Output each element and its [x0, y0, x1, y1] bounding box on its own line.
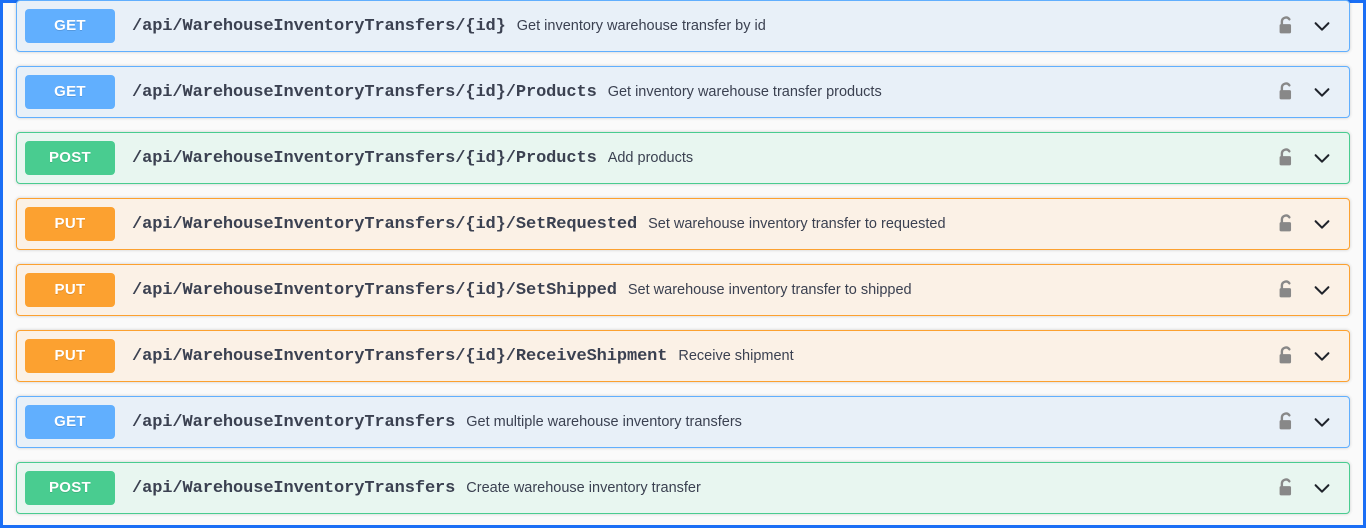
operation-summary: Get inventory warehouse transfer product… — [607, 84, 882, 100]
unlocked-padlock-icon[interactable] — [1275, 213, 1311, 235]
chevron-down-icon[interactable] — [1311, 147, 1339, 169]
operation-summary: Create warehouse inventory transfer — [466, 480, 701, 496]
method-badge-get: GET — [25, 9, 115, 43]
method-badge-get: GET — [25, 405, 115, 439]
operation-controls — [1275, 15, 1339, 37]
unlocked-padlock-icon[interactable] — [1275, 15, 1311, 37]
operation-row[interactable]: PUT/api/WarehouseInventoryTransfers/{id}… — [16, 198, 1350, 250]
method-badge-put: PUT — [25, 339, 115, 373]
chevron-down-icon[interactable] — [1311, 213, 1339, 235]
chevron-down-icon[interactable] — [1311, 477, 1339, 499]
operation-summary: Receive shipment — [678, 348, 794, 364]
operation-controls — [1275, 411, 1339, 433]
operation-path: /api/WarehouseInventoryTransfers/{id}/Se… — [132, 214, 638, 234]
operation-list: GET/api/WarehouseInventoryTransfers/{id}… — [3, 0, 1363, 528]
unlocked-padlock-icon[interactable] — [1275, 477, 1311, 499]
chevron-down-icon[interactable] — [1311, 81, 1339, 103]
operation-path: /api/WarehouseInventoryTransfers — [132, 478, 456, 498]
unlocked-padlock-icon[interactable] — [1275, 81, 1311, 103]
operation-summary: Get multiple warehouse inventory transfe… — [466, 414, 742, 430]
operation-summary: Set warehouse inventory transfer to requ… — [648, 216, 946, 232]
method-badge-post: POST — [25, 471, 115, 505]
unlocked-padlock-icon[interactable] — [1275, 147, 1311, 169]
operation-row[interactable]: PUT/api/WarehouseInventoryTransfers/{id}… — [16, 330, 1350, 382]
method-badge-post: POST — [25, 141, 115, 175]
operation-row[interactable]: GET/api/WarehouseInventoryTransfers/{id}… — [16, 66, 1350, 118]
unlocked-padlock-icon[interactable] — [1275, 345, 1311, 367]
operation-row[interactable]: POST/api/WarehouseInventoryTransfers Crea… — [16, 462, 1350, 514]
operation-path: /api/WarehouseInventoryTransfers/{id}/Se… — [132, 280, 617, 300]
operation-path: /api/WarehouseInventoryTransfers — [132, 412, 456, 432]
operation-controls — [1275, 477, 1339, 499]
unlocked-padlock-icon[interactable] — [1275, 411, 1311, 433]
method-badge-put: PUT — [25, 207, 115, 241]
method-badge-put: PUT — [25, 273, 115, 307]
chevron-down-icon[interactable] — [1311, 15, 1339, 37]
operation-controls — [1275, 147, 1339, 169]
unlocked-padlock-icon[interactable] — [1275, 279, 1311, 301]
operation-row[interactable]: PUT/api/WarehouseInventoryTransfers/{id}… — [16, 264, 1350, 316]
operation-controls — [1275, 345, 1339, 367]
operation-path: /api/WarehouseInventoryTransfers/{id}/Pr… — [132, 148, 597, 168]
chevron-down-icon[interactable] — [1311, 345, 1339, 367]
chevron-down-icon[interactable] — [1311, 279, 1339, 301]
method-badge-get: GET — [25, 75, 115, 109]
operation-controls — [1275, 213, 1339, 235]
operation-controls — [1275, 279, 1339, 301]
operation-path: /api/WarehouseInventoryTransfers/{id} — [132, 16, 506, 36]
operation-path: /api/WarehouseInventoryTransfers/{id}/Pr… — [132, 82, 597, 102]
operation-controls — [1275, 81, 1339, 103]
operation-summary: Get inventory warehouse transfer by id — [516, 18, 766, 34]
chevron-down-icon[interactable] — [1311, 411, 1339, 433]
operation-summary: Add products — [607, 150, 694, 166]
operation-row[interactable]: GET/api/WarehouseInventoryTransfers/{id}… — [16, 0, 1350, 52]
operation-row[interactable]: GET/api/WarehouseInventoryTransfers Get m… — [16, 396, 1350, 448]
operation-row[interactable]: POST/api/WarehouseInventoryTransfers/{id… — [16, 132, 1350, 184]
operation-summary: Set warehouse inventory transfer to ship… — [627, 282, 912, 298]
operation-path: /api/WarehouseInventoryTransfers/{id}/Re… — [132, 346, 668, 366]
